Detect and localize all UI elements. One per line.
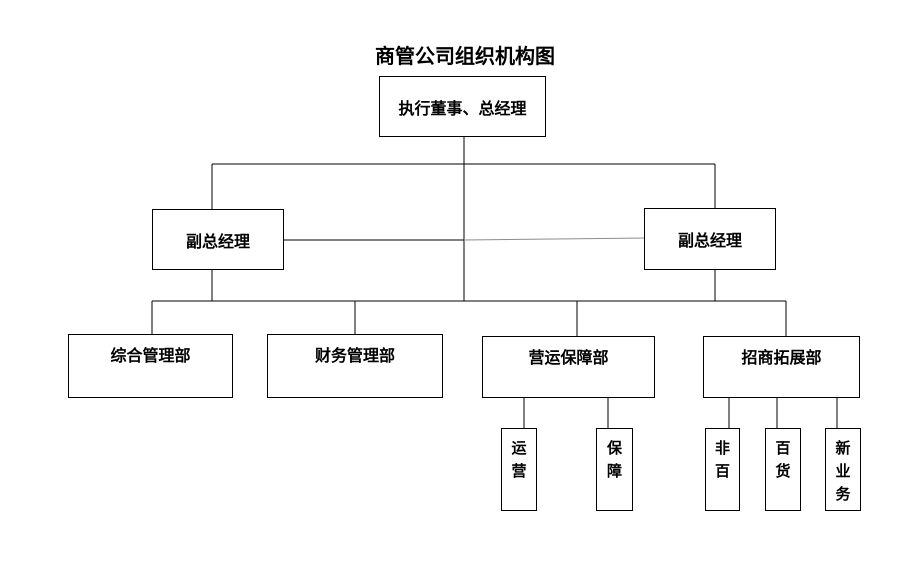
org-box-subunit-non-department-store: 非 百 xyxy=(705,428,740,511)
org-box-dept-general-admin: 综合管理部 xyxy=(68,334,233,398)
org-box-dept-finance: 财务管理部 xyxy=(267,334,443,398)
org-box-root: 执行董事、总经理 xyxy=(379,76,546,137)
org-box-dept-operations-support: 营运保障部 xyxy=(482,336,655,398)
chart-title: 商管公司组织机构图 xyxy=(375,44,555,68)
org-box-dept-leasing-expansion: 招商拓展部 xyxy=(703,336,860,398)
connector-deputy-crosslink-right xyxy=(463,237,645,241)
org-box-deputy-right: 副总经理 xyxy=(644,208,776,270)
org-box-subunit-operations: 运 营 xyxy=(501,428,537,511)
org-box-subunit-department-store: 百 货 xyxy=(765,428,801,511)
org-box-subunit-new-business: 新 业 务 xyxy=(825,428,861,511)
org-box-deputy-left: 副总经理 xyxy=(152,209,284,270)
org-box-subunit-support: 保 障 xyxy=(596,428,633,511)
